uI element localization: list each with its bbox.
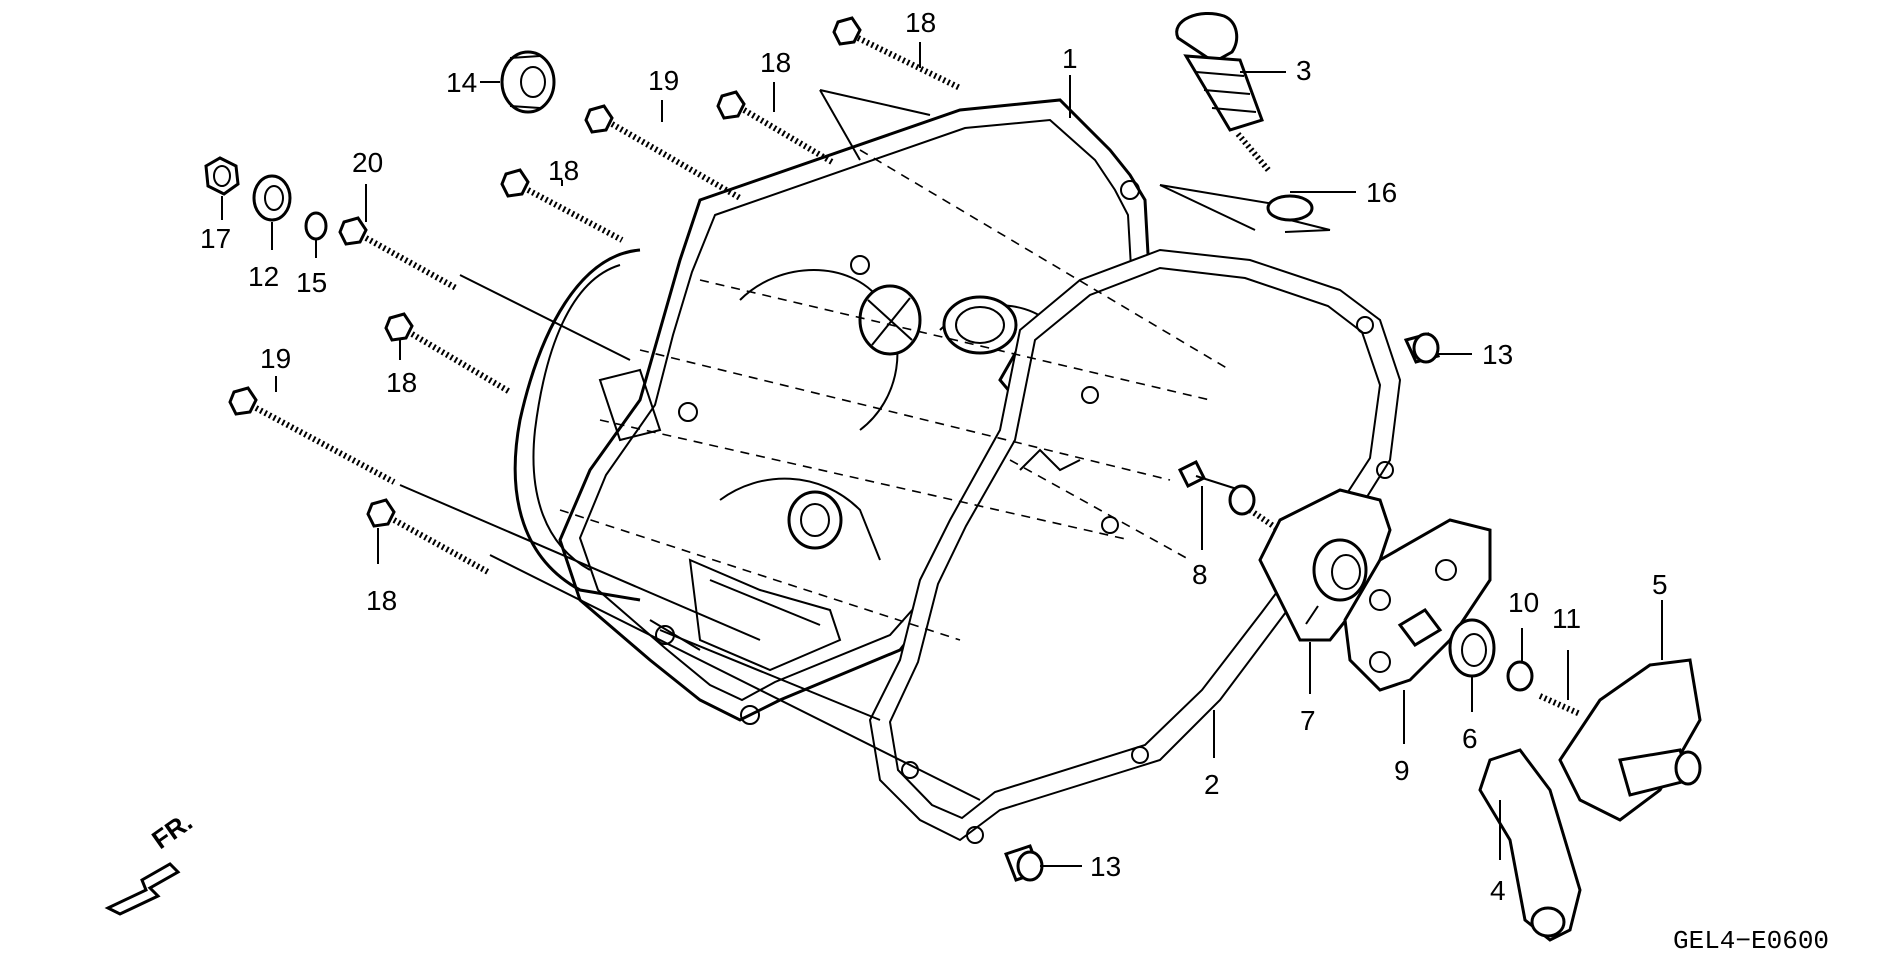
label-8: 8 (1192, 559, 1208, 590)
label-13-bottom: 13 (1090, 851, 1121, 882)
label-18-lower: 18 (366, 585, 397, 616)
label-3: 3 (1296, 55, 1312, 86)
label-14: 14 (446, 67, 477, 98)
label-12: 12 (248, 261, 279, 292)
front-indicator-label: FR. (146, 806, 198, 855)
small-parts-left (204, 50, 556, 241)
label-6: 6 (1462, 723, 1478, 754)
part-labels: 18 1 3 14 19 18 16 18 17 12 15 20 13 18 … (200, 7, 1668, 906)
label-18-top: 18 (905, 7, 936, 38)
diagram-code: GEL4−E0600 (1673, 926, 1829, 956)
label-18-left-upper: 18 (548, 155, 579, 186)
label-9: 9 (1394, 755, 1410, 786)
label-19-top: 19 (648, 65, 679, 96)
label-10: 10 (1508, 587, 1539, 618)
label-18-upper: 18 (760, 47, 791, 78)
alignment-lines (559, 149, 1231, 641)
label-17: 17 (200, 223, 231, 254)
label-15: 15 (296, 267, 327, 298)
label-20: 20 (352, 147, 383, 178)
label-13-top: 13 (1482, 339, 1513, 370)
cover-gasket (868, 248, 1402, 844)
label-4: 4 (1490, 875, 1506, 906)
kickstart-assembly (1177, 459, 1702, 942)
label-11: 11 (1552, 603, 1581, 634)
bolts (228, 16, 962, 575)
front-direction-indicator: FR. (104, 806, 198, 916)
label-18-left-mid: 18 (386, 367, 417, 398)
label-2: 2 (1204, 769, 1220, 800)
label-7: 7 (1300, 705, 1316, 736)
label-5: 5 (1652, 569, 1668, 600)
label-16: 16 (1366, 177, 1397, 208)
label-19-lower: 19 (260, 343, 291, 374)
dowel-pins (1004, 332, 1441, 882)
oil-filler-cap (1175, 11, 1314, 222)
label-1: 1 (1062, 43, 1078, 74)
